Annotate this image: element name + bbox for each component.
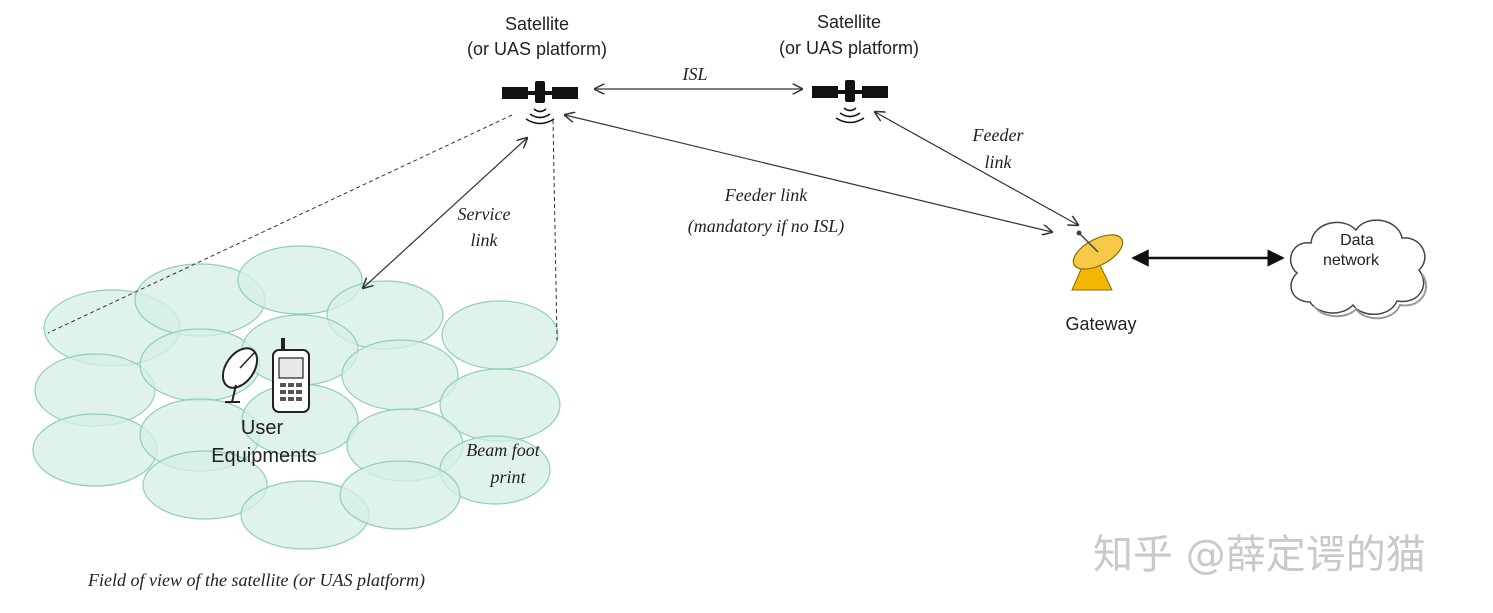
beam-footprint-line2: print: [488, 467, 526, 487]
feeder-link-top-line1: Feeder: [972, 125, 1025, 145]
user-equipments-line1: User: [241, 417, 284, 439]
beam-footprint-line1: Beam foot: [466, 440, 540, 460]
feeder-link-main-line1: Feeder link: [724, 185, 808, 205]
satellite-icon: [502, 81, 578, 125]
satellite-left-subtitle: (or UAS platform): [467, 39, 607, 59]
feeder-link-top-line2: link: [985, 152, 1013, 172]
isl-label: ISL: [681, 64, 707, 84]
satellite-right-subtitle: (or UAS platform): [779, 38, 919, 58]
gateway-dish-icon: [1071, 230, 1124, 291]
phone-icon: [272, 338, 310, 413]
data-network-line1: Data: [1340, 232, 1374, 249]
service-link-arrow: [363, 138, 527, 288]
satellite-left-title: Satellite: [505, 14, 569, 34]
satellite-right-title: Satellite: [817, 12, 881, 32]
fov-boundary-right: [552, 119, 558, 341]
dish-icon: [221, 347, 259, 403]
feeder-link-main-line2: (mandatory if no ISL): [688, 216, 845, 237]
field-of-view-caption: Field of view of the satellite (or UAS p…: [87, 570, 425, 591]
service-link-line2: link: [471, 230, 499, 250]
gateway-label: Gateway: [1065, 314, 1136, 334]
feeder-link-top-arrow: [875, 112, 1078, 225]
cloud-icon: [1289, 219, 1428, 320]
user-equipments-line2: Equipments: [211, 445, 317, 467]
data-network-line2: network: [1323, 252, 1380, 269]
service-link-line1: Service: [458, 204, 511, 224]
satellite-icon: [812, 80, 888, 124]
watermark: 知乎 @薛定谔的猫: [1093, 532, 1426, 578]
